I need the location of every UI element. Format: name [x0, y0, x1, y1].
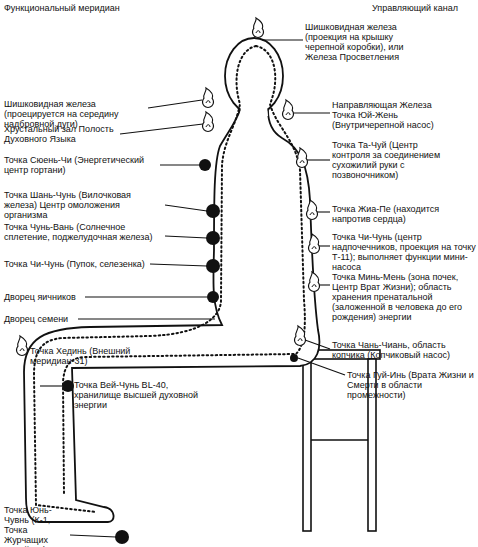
flame-symbol — [309, 234, 320, 254]
stool-bar — [311, 439, 368, 441]
leader-line — [262, 39, 303, 40]
leader-line — [120, 124, 203, 134]
column-heading: Функциональный меридиан — [4, 3, 164, 13]
head-shape — [225, 38, 283, 114]
point-dot — [206, 259, 220, 273]
leader-line — [148, 100, 202, 108]
point-label: Точка Хединь (Внешний меридиан-31) — [30, 346, 140, 366]
point-label: Точка Чи-Чунь (центр надпочечников, прое… — [332, 232, 476, 272]
point-dot — [206, 231, 220, 245]
flame-symbol — [307, 200, 318, 220]
stool-leg — [303, 359, 311, 531]
point-label: Точка Минь-Мень (зона почек, Центр Врат … — [332, 272, 476, 322]
leader-line — [290, 112, 330, 113]
point-label: Точка Та-Чуй (Центр контроля за соединен… — [332, 140, 458, 180]
point-label: Хрустальный зал Полость Духовного Языка — [4, 124, 122, 144]
flames — [17, 18, 320, 356]
leader-line — [165, 236, 207, 238]
column-heading: Управляющий канал — [372, 3, 476, 13]
point-label: Направляющая Железа Точка Юй-Жень (Внутр… — [332, 100, 454, 130]
leader-line — [85, 296, 207, 297]
leader-line — [316, 211, 330, 212]
point-label: Точка Юнь-Чувнь (К-1, Точка Журчащих Руч… — [4, 505, 70, 547]
body-shape — [24, 110, 319, 522]
flame-symbol — [17, 336, 28, 356]
point-label: Точка Гуй-Инь (Врата Жизни и Смерти в об… — [347, 370, 475, 400]
flame-symbol — [253, 18, 264, 38]
point-label: Точка Чунь-Вань (Солнечное сплетение, по… — [4, 222, 164, 242]
flame-symbol — [297, 148, 308, 168]
leader-line — [150, 264, 207, 266]
flame-symbol — [295, 326, 306, 346]
leader-line — [165, 205, 207, 211]
point-label: Точка Вей-Чунь BL-40, хранилище высшей д… — [74, 380, 204, 410]
point-label: Точка Жиа-Пе (находится напротив сердца) — [332, 204, 472, 224]
point-label: Точка Чань-Чиань, область копчика (Копчи… — [332, 340, 476, 360]
leader-line — [305, 340, 330, 349]
point-label: Дворец семени — [4, 314, 79, 324]
point-label: Шишковидная железа (проекция на крышку ч… — [305, 22, 427, 62]
point-dot — [199, 159, 211, 171]
leader-line — [78, 318, 215, 319]
flame-symbol — [203, 112, 214, 132]
point-label: Точка Шань-Чунь (Вилочковая железа) Цент… — [4, 190, 164, 220]
point-label: Дворец яичников — [4, 292, 86, 302]
point-dot — [290, 354, 298, 362]
flame-symbol — [283, 100, 294, 120]
flame-symbol — [203, 88, 214, 108]
point-dot — [206, 204, 220, 218]
leader-line — [70, 535, 116, 537]
point-dot — [207, 291, 219, 303]
point-label: Точка Чи-Чунь (Пупок, селезенка) — [4, 259, 152, 269]
point-dot — [115, 530, 129, 544]
neck-fill — [240, 106, 268, 116]
leader-line — [160, 164, 200, 165]
leader-line — [40, 385, 62, 386]
flame-symbol — [309, 272, 320, 292]
leader-line — [304, 159, 330, 160]
point-dot — [62, 380, 74, 392]
point-label: Точка Сюень-Чи (Энергетический центр гор… — [4, 155, 162, 175]
leader-line — [298, 358, 345, 375]
